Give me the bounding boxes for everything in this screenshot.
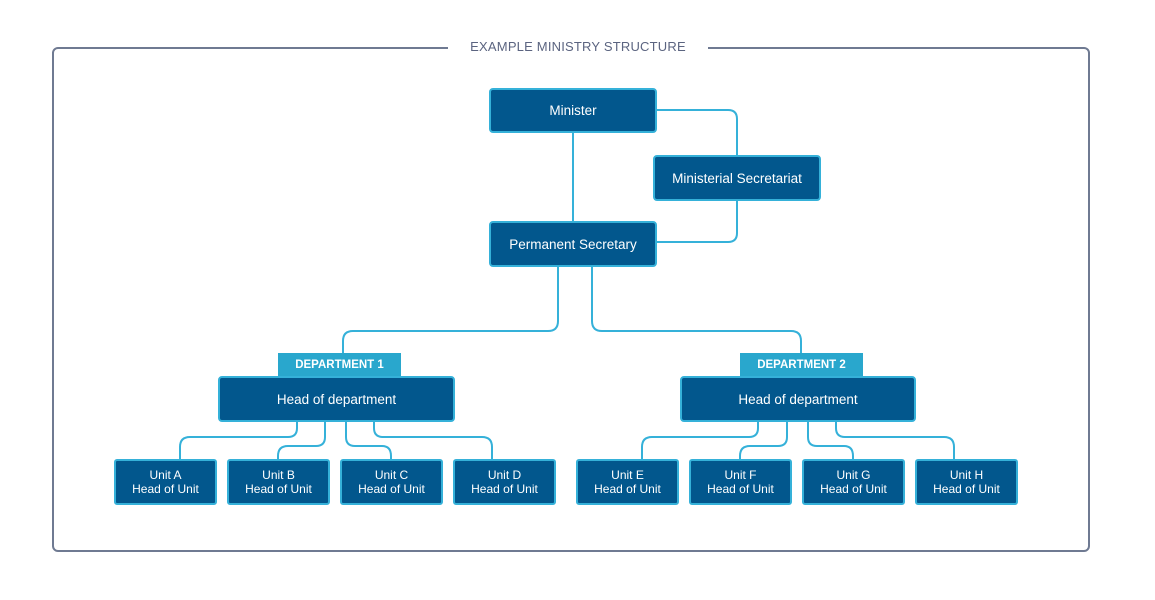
department-1-tab: DEPARTMENT 1 (278, 353, 401, 377)
unit-g-box: Unit G Head of Unit (802, 459, 905, 505)
connector-dept2-unit-e (641, 421, 759, 460)
minister-box: Minister (489, 88, 657, 133)
unit-h-box: Unit H Head of Unit (915, 459, 1018, 505)
unit-name: Unit C (374, 468, 409, 482)
connector-dept1-unit-d (373, 421, 493, 460)
connector-dept1-unit-a (179, 421, 298, 460)
connector-permsec-dept2 (591, 266, 802, 353)
connector-dept2-unit-h (835, 421, 955, 460)
connector-dept2-unit-g (807, 421, 854, 460)
unit-role: Head of Unit (820, 482, 887, 496)
unit-e-box: Unit E Head of Unit (576, 459, 679, 505)
connector-secretariat-permsec (656, 200, 738, 243)
permanent-secretary-box: Permanent Secretary (489, 221, 657, 267)
connector-dept1-unit-c (345, 421, 392, 460)
unit-name: Unit F (724, 468, 757, 482)
diagram-title: EXAMPLE MINISTRY STRUCTURE (448, 38, 708, 56)
department-2-tab: DEPARTMENT 2 (740, 353, 863, 377)
unit-name: Unit E (611, 468, 644, 482)
unit-f-box: Unit F Head of Unit (689, 459, 792, 505)
connector-minister-secretariat (656, 109, 738, 155)
unit-b-box: Unit B Head of Unit (227, 459, 330, 505)
unit-role: Head of Unit (471, 482, 538, 496)
unit-name: Unit D (487, 468, 522, 482)
unit-d-box: Unit D Head of Unit (453, 459, 556, 505)
unit-c-box: Unit C Head of Unit (340, 459, 443, 505)
unit-role: Head of Unit (933, 482, 1000, 496)
unit-role: Head of Unit (594, 482, 661, 496)
connector-dept2-unit-f (739, 421, 788, 460)
department-2-head-box: Head of department (680, 376, 916, 422)
unit-name: Unit G (836, 468, 871, 482)
connector-permsec-dept1 (342, 266, 559, 353)
unit-role: Head of Unit (707, 482, 774, 496)
connector-dept1-unit-b (277, 421, 326, 460)
unit-name: Unit A (149, 468, 182, 482)
unit-name: Unit H (949, 468, 984, 482)
unit-role: Head of Unit (358, 482, 425, 496)
unit-role: Head of Unit (132, 482, 199, 496)
ministerial-secretariat-box: Ministerial Secretariat (653, 155, 821, 201)
unit-a-box: Unit A Head of Unit (114, 459, 217, 505)
department-1-head-box: Head of department (218, 376, 455, 422)
unit-role: Head of Unit (245, 482, 312, 496)
unit-name: Unit B (262, 468, 295, 482)
